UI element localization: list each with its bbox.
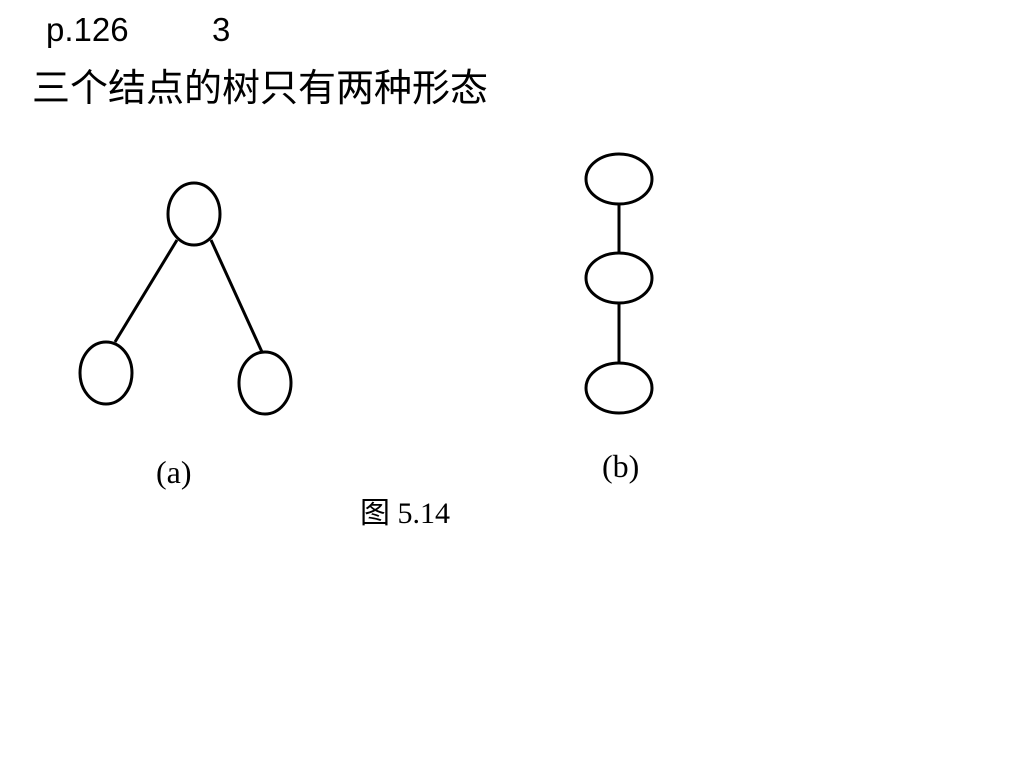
tree-b-label: (b) — [602, 448, 640, 484]
tree-a-left-child-node — [78, 340, 134, 406]
header: p.126 3 — [46, 8, 230, 52]
problem-number: 3 — [212, 11, 231, 48]
tree-a-root-node — [166, 181, 222, 247]
tree-a-edge-right — [209, 239, 264, 353]
tree-b — [584, 152, 654, 415]
tree-b-middle-node — [584, 251, 654, 305]
tree-b-leaf-node — [584, 361, 654, 415]
tree-a-edge-left — [113, 239, 179, 343]
figure-caption: 图 5.14 — [360, 497, 450, 530]
tree-b-root-node — [584, 152, 654, 206]
tree-a-right-child-node — [237, 350, 293, 416]
tree-a — [78, 181, 293, 416]
statement-text: 三个结点的树只有两种形态 — [32, 66, 489, 110]
tree-a-label: (a) — [156, 454, 192, 490]
page-reference: p.126 — [46, 11, 129, 48]
